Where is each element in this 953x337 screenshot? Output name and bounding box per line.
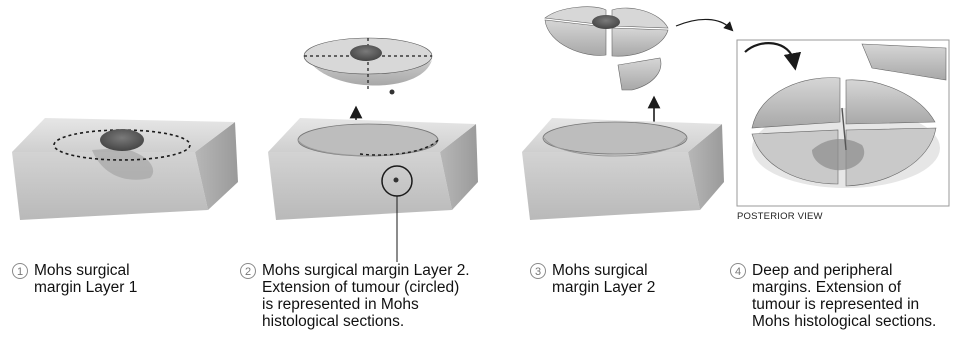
panel-3-quartered-layer: [545, 7, 668, 90]
caption-line: margins. Extension of: [752, 279, 936, 296]
caption-line: Mohs surgical margin Layer 2.: [262, 262, 470, 279]
panel-1-tissue-block: [12, 118, 238, 220]
caption-line: Mohs surgical: [552, 262, 655, 279]
panel-4-posterior-view: [737, 40, 949, 206]
step-1-text: Mohs surgical margin Layer 1: [34, 262, 137, 296]
quarter-3-b: [612, 28, 668, 56]
step-3-number: 3: [530, 263, 546, 279]
tumour-residual-dot: [394, 178, 399, 183]
quarter-3-detached: [618, 58, 661, 90]
step-1-caption: 1 Mohs surgical margin Layer 1: [12, 262, 137, 296]
block-3-front: [522, 152, 700, 220]
step-4-text: Deep and peripheral margins. Extension o…: [752, 262, 936, 330]
step-1-number: 1: [12, 263, 28, 279]
step-3-caption: 3 Mohs surgical margin Layer 2: [530, 262, 655, 296]
caption-line: Deep and peripheral: [752, 262, 936, 279]
quarter-3-d: [612, 8, 668, 28]
tumour-extension-dot: [390, 90, 395, 95]
excision-cavity-3: [543, 122, 687, 154]
panel-3-tissue-block: [522, 118, 724, 220]
step-2-caption: 2 Mohs surgical margin Layer 2. Extensio…: [240, 262, 470, 330]
tumour-1: [100, 129, 144, 151]
caption-line: is represented in Mohs: [262, 296, 470, 313]
tumour-2: [350, 45, 382, 61]
step-4-caption: 4 Deep and peripheral margins. Extension…: [730, 262, 936, 330]
panel-2-tissue-block: [268, 118, 478, 262]
step-3-text: Mohs surgical margin Layer 2: [552, 262, 655, 296]
step-4-number: 4: [730, 263, 746, 279]
caption-line: margin Layer 1: [34, 279, 137, 296]
caption-line: Extension of tumour (circled): [262, 279, 470, 296]
posterior-view-label: POSTERIOR VIEW: [737, 211, 823, 222]
caption-line: margin Layer 2: [552, 279, 655, 296]
curved-arrow-3: [676, 19, 730, 28]
caption-line: tumour is represented in: [752, 296, 936, 313]
caption-line: histological sections.: [262, 313, 470, 330]
caption-line: Mohs surgical: [34, 262, 137, 279]
step-2-number: 2: [240, 263, 256, 279]
tumour-3: [592, 15, 620, 29]
caption-line: Mohs histological sections.: [752, 313, 936, 330]
panel-2-excised-layer: [304, 38, 432, 95]
block-2-front: [268, 152, 452, 220]
step-2-text: Mohs surgical margin Layer 2. Extension …: [262, 262, 470, 330]
